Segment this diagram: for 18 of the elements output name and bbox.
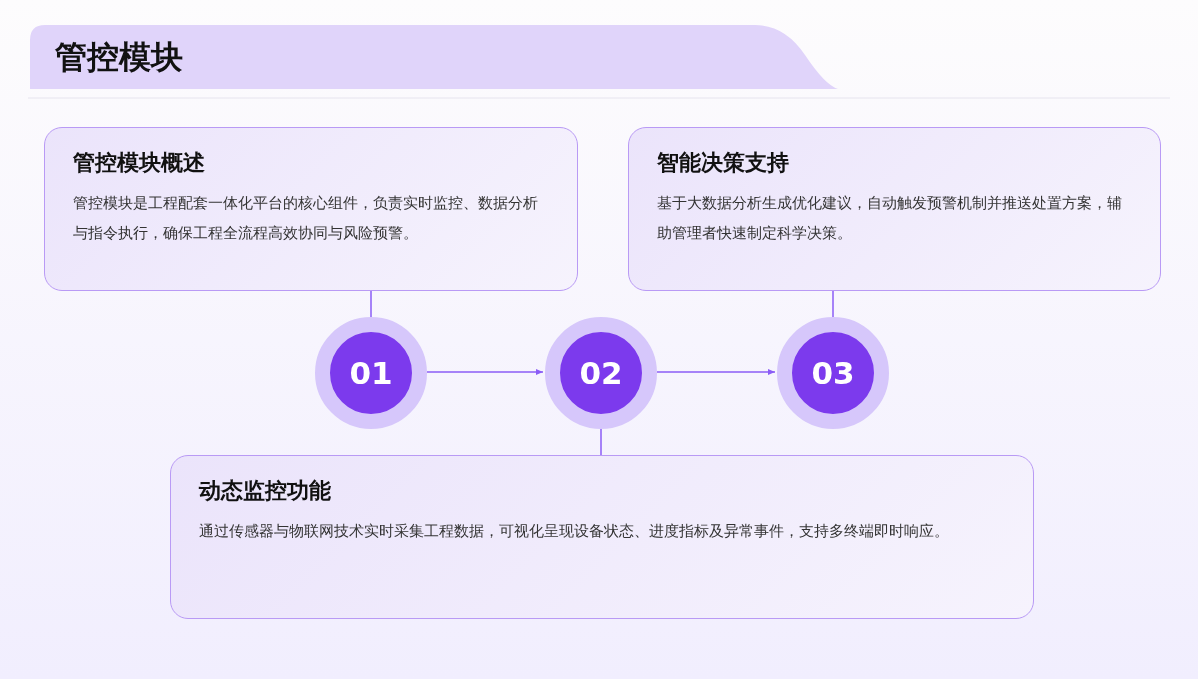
arrow xyxy=(656,369,776,375)
info-card xyxy=(44,127,578,291)
info-card xyxy=(628,127,1161,291)
card-heading: 动态监控功能 xyxy=(199,477,331,505)
step-circle: 02 xyxy=(545,317,657,429)
connector-line xyxy=(600,428,602,456)
card-description: 管控模块是工程配套一体化平台的核心组件，负责实时监控、数据分析与指令执行，确保工程全流程高效协同与风险预警。 xyxy=(73,193,539,244)
card-description: 通过传感器与物联网技术实时采集工程数据，可视化呈现设备状态、进度指标及异常事件，支持多终端即时响应。 xyxy=(199,521,950,542)
card-description: 基于大数据分析生成优化建议，自动触发预警机制并推送处置方案，辅助管理者快速制定科学决策。 xyxy=(657,193,1123,244)
step-circle: 01 xyxy=(315,317,427,429)
connector-line xyxy=(370,290,372,318)
arrow xyxy=(426,369,544,375)
step-circle: 03 xyxy=(777,317,889,429)
title: 管控模块 xyxy=(55,37,183,78)
info-card xyxy=(170,455,1034,619)
card-heading: 智能决策支持 xyxy=(657,149,789,177)
connector-line xyxy=(832,290,834,318)
card-heading: 管控模块概述 xyxy=(73,149,205,177)
